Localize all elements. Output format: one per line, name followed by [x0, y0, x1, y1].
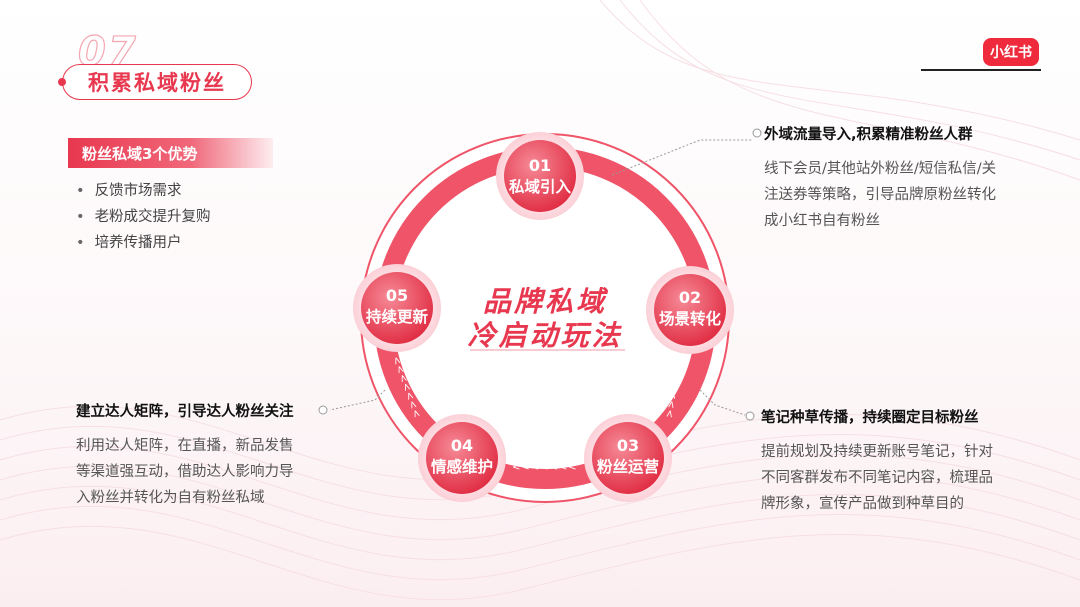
xiaohongshu-logo: 小红书 — [983, 38, 1039, 66]
node-label: 情感维护 — [430, 458, 493, 476]
block-title: 建立达人矩阵，引导达人粉丝关注 — [76, 404, 294, 420]
page-title: 积累私域粉丝 — [58, 64, 252, 100]
node-01-text: 01 私域引入 — [500, 156, 580, 197]
node-02-text: 02 场景转化 — [650, 288, 730, 329]
node-04 — [418, 414, 506, 502]
connector-left — [329, 389, 386, 411]
node-04-text: 04 情感维护 — [422, 436, 502, 477]
node-01 — [496, 132, 584, 220]
advantages-heading: 粉丝私域3个优势 — [68, 138, 273, 168]
advantages-list: 反馈市场需求 老粉成交提升复购 培养传播用户 — [76, 178, 211, 256]
connector-top-right — [611, 139, 752, 176]
page-title-text: 积累私域粉丝 — [88, 71, 226, 95]
block-top-right: 外域流量导入,积累精准粉丝人群 线下会员/其他站外粉丝/短信私信/关 注送券等策… — [764, 123, 1064, 234]
node-number: 01 — [528, 156, 552, 175]
center-title-line2: 冷启动玩法 — [467, 319, 623, 352]
inner-fill — [395, 168, 695, 468]
block-line: 线下会员/其他站外粉丝/短信私信/关 — [764, 161, 997, 177]
node-number: 02 — [678, 288, 702, 307]
block-line: 提前规划及持续更新账号笔记，针对 — [761, 444, 993, 460]
node-label: 场景转化 — [658, 310, 721, 328]
node-number: 04 — [450, 436, 474, 455]
node-label: 私域引入 — [508, 178, 571, 196]
node-number: 03 — [616, 436, 640, 455]
node-05-text: 05 持续更新 — [357, 286, 437, 327]
block-title: 外域流量导入,积累精准粉丝人群 — [764, 127, 973, 143]
center-title-line1: 品牌私域 — [482, 285, 607, 318]
header-divider — [921, 69, 1041, 71]
title-dot — [58, 78, 66, 86]
block-line: 不同客群发布不同笔记内容，梳理品 — [761, 470, 993, 486]
block-line: 利用达人矩阵，在直播，新品发售 — [76, 438, 294, 454]
block-line: 牌形象，宣传产品做到种草目的 — [761, 496, 964, 512]
block-line: 成小红书自有粉丝 — [764, 213, 880, 229]
block-line: 入粉丝并转化为自有粉丝私域 — [76, 490, 265, 506]
block-left: 建立达人矩阵，引导达人粉丝关注 利用达人矩阵，在直播，新品发售 等渠道强互动，借… — [76, 400, 326, 511]
connector-bottom-right — [699, 389, 746, 416]
arrow-run-3: <<<<<<< — [512, 462, 578, 473]
block-title: 笔记种草传播，持续圈定目标粉丝 — [761, 410, 979, 426]
block-line: 等渠道强互动，借助达人影响力导 — [76, 464, 294, 480]
connector-dot — [752, 128, 762, 138]
connector-dot — [745, 411, 755, 421]
list-item: 培养传播用户 — [76, 230, 211, 256]
node-number: 05 — [385, 286, 409, 305]
node-label: 持续更新 — [365, 308, 428, 326]
node-03-text: 03 粉丝运营 — [588, 436, 668, 477]
block-bottom-right: 笔记种草传播，持续圈定目标粉丝 提前规划及持续更新账号笔记，针对 不同客群发布不… — [761, 406, 1061, 517]
node-label: 粉丝运营 — [596, 458, 659, 476]
node-05 — [353, 264, 441, 352]
list-item: 反馈市场需求 — [76, 178, 211, 204]
block-line: 注送券等策略，引导品牌原粉丝转化 — [764, 187, 996, 203]
advantages-heading-text: 粉丝私域3个优势 — [82, 144, 198, 163]
node-03 — [584, 414, 672, 502]
list-item: 老粉成交提升复购 — [76, 204, 211, 230]
connector-dot — [318, 405, 328, 415]
node-02 — [646, 266, 734, 354]
